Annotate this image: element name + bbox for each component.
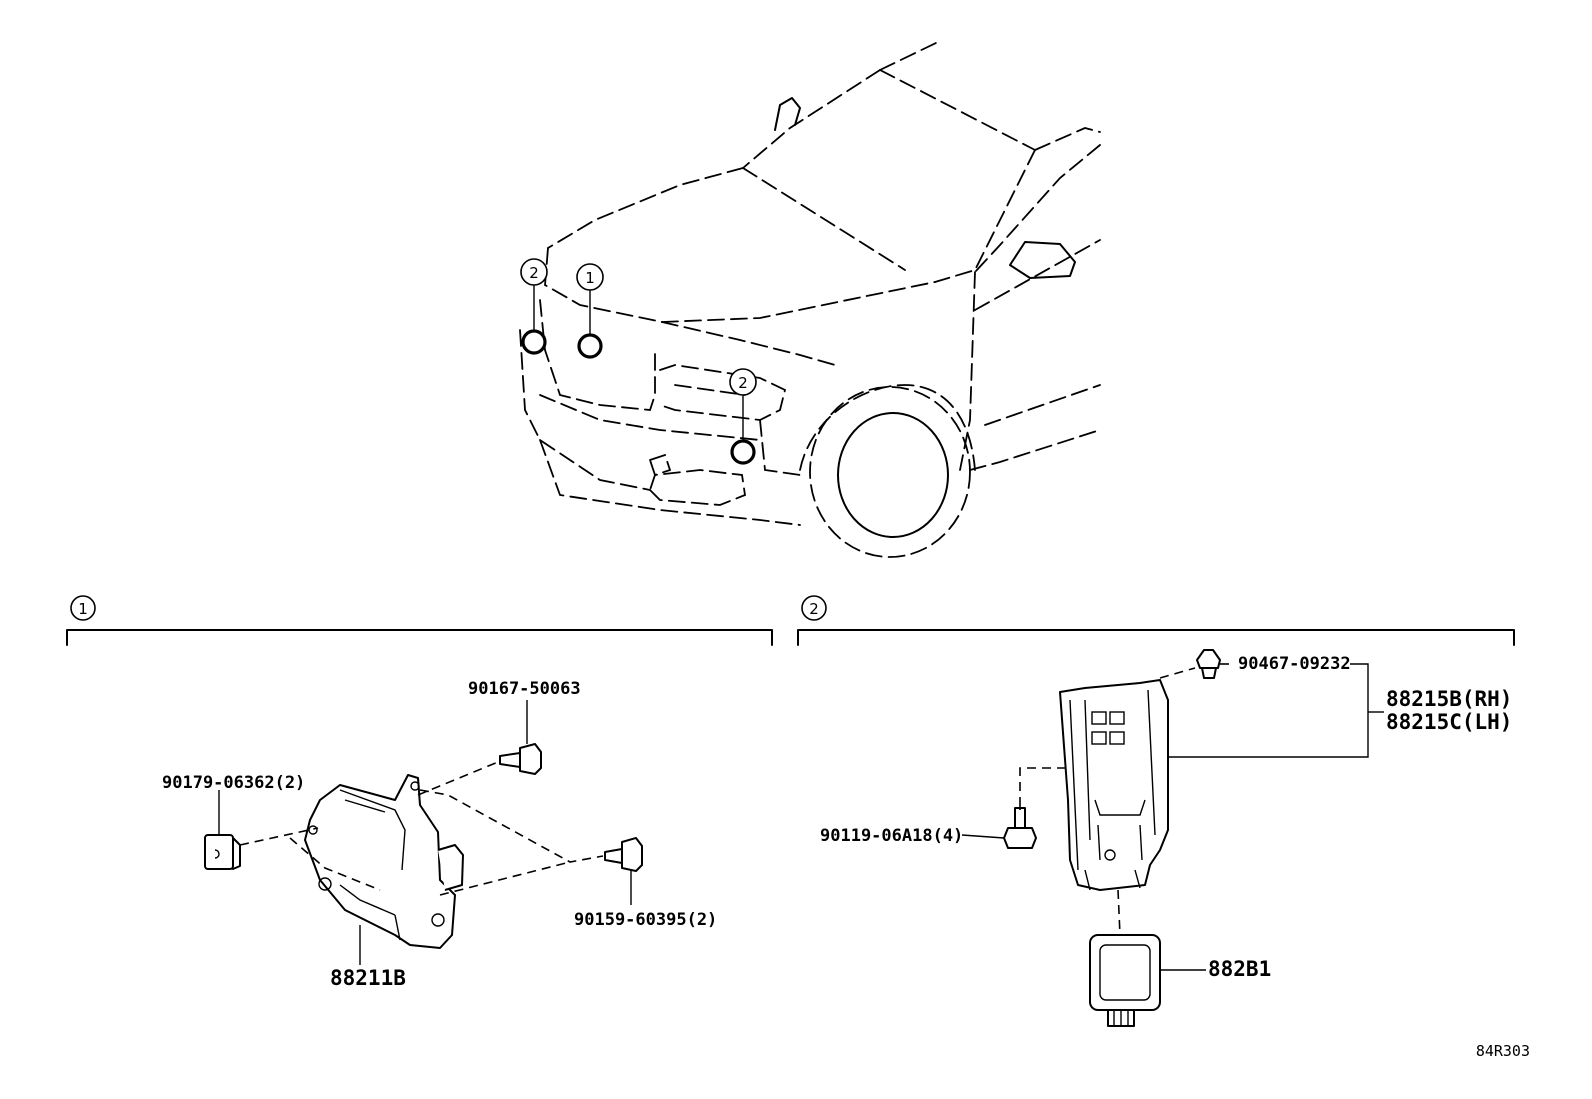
callout-2-right[interactable]: 2 <box>729 368 757 465</box>
sensor-882b1-leader <box>1117 889 1121 936</box>
svg-text:2: 2 <box>809 600 819 618</box>
part-label-clip: 90467-09232 <box>1238 654 1351 674</box>
sensor-882b1-part <box>1089 934 1161 1027</box>
callout-1-front-center[interactable]: 1 <box>576 263 604 359</box>
section-1-assembly-lines <box>239 761 604 896</box>
part-label-sensor-882b1: 882B1 <box>1208 957 1271 981</box>
sensor-88211b-part <box>304 774 464 965</box>
callout-2-left[interactable]: 2 <box>520 258 548 355</box>
svg-text:2: 2 <box>738 374 748 392</box>
part-label-bolt-90119: 90119-06A18(4) <box>820 826 963 846</box>
vehicle-outline <box>519 41 1101 558</box>
bracket-88215-part <box>1059 667 1196 891</box>
bolt-top-part <box>499 700 542 775</box>
svg-text:2: 2 <box>529 264 539 282</box>
bracket-leader <box>1168 663 1369 758</box>
part-label-bolt-top: 90167-50063 <box>468 679 581 699</box>
part-label-sensor-88211b: 88211B <box>330 966 406 990</box>
bolt-right-part <box>604 837 643 905</box>
part-label-nut: 90179-06362(2) <box>162 773 305 793</box>
svg-text:1: 1 <box>585 269 595 287</box>
svg-text:1: 1 <box>78 600 88 618</box>
reference-code: 84R303 <box>1476 1042 1530 1060</box>
part-label-bracket-lh: 88215C(LH) <box>1386 710 1512 734</box>
section-2-header: 2 <box>797 595 1515 646</box>
section-1-header: 1 <box>66 595 773 646</box>
clip-part <box>1196 649 1235 679</box>
part-label-bracket-rh: 88215B(RH) <box>1386 687 1512 711</box>
part-label-bolt-right: 90159-60395(2) <box>574 910 717 930</box>
nut-part <box>204 790 241 870</box>
bolt-90119-leader <box>961 834 1005 839</box>
bolt-90119-part <box>1003 767 1070 849</box>
